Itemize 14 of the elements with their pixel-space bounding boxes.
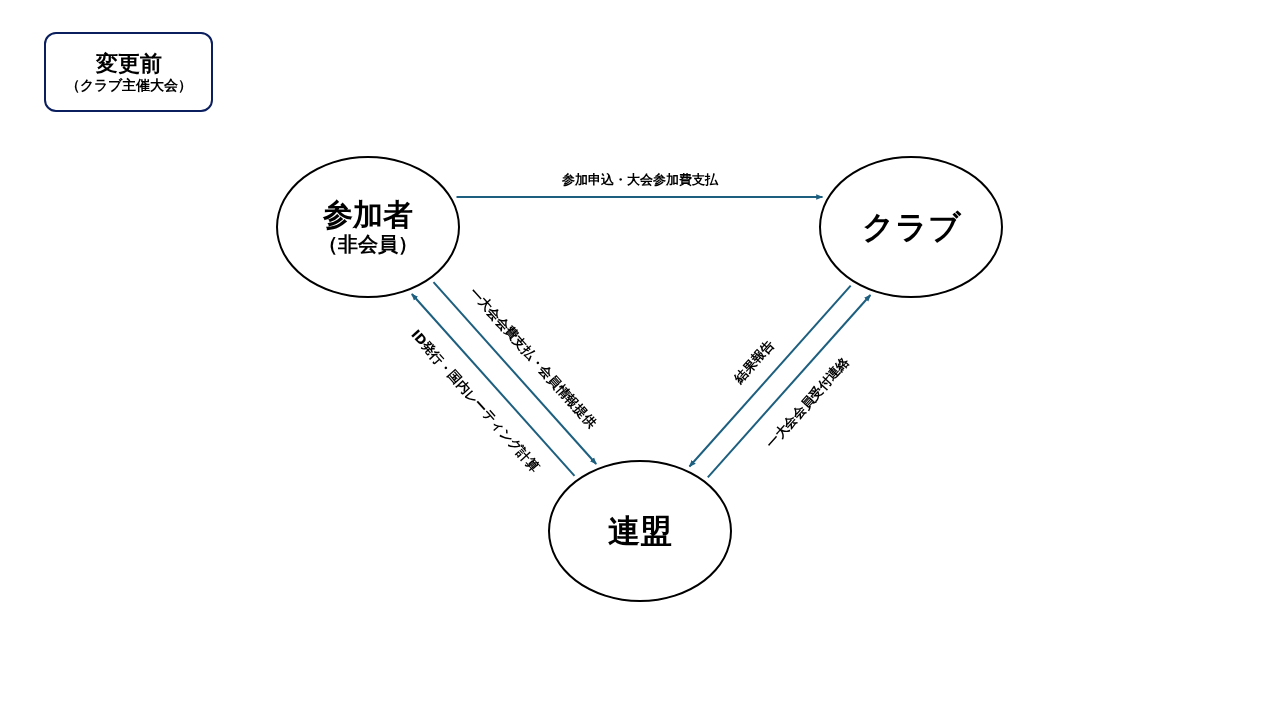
node-title: クラブ [861, 208, 961, 246]
arrow [688, 284, 852, 468]
arrow [432, 281, 598, 465]
arrow [706, 294, 872, 479]
title-box [44, 32, 213, 112]
edge-label: 結果報告 [731, 337, 776, 386]
box-title: 変更前 [95, 51, 162, 77]
box-subtitle: （クラブ主催大会） [65, 76, 192, 93]
arrow [410, 293, 576, 477]
node-subtitle: （非会員） [318, 232, 418, 256]
edge-label: 参加申込・大会参加費支払 [561, 172, 718, 186]
node-title: 連盟 [608, 512, 672, 550]
node-title: 参加者 [323, 198, 413, 233]
arrow [455, 194, 824, 200]
